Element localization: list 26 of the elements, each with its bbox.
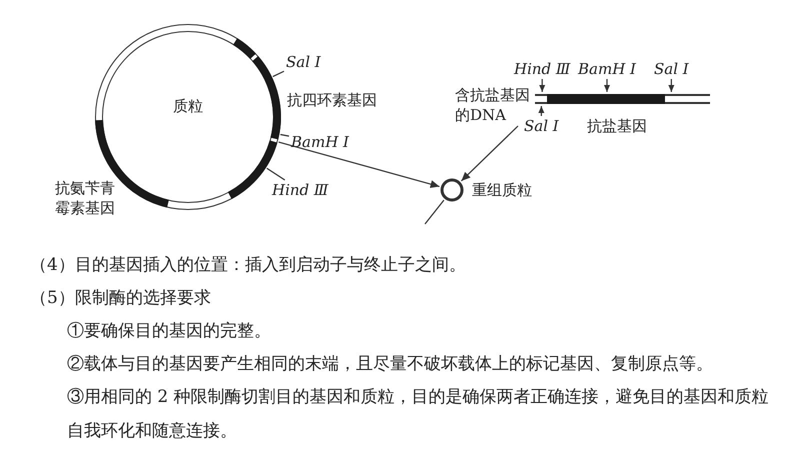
restriction-site-label: BamH Ⅰ	[578, 60, 636, 78]
leader-line	[266, 168, 286, 180]
restriction-site-label: Sal Ⅰ	[654, 60, 689, 78]
paragraph: ③用相同的 2 种限制酶切割目的基因和质粒，目的是确保两者正确连接，避免目的基因和质粒自我环化和随意连接。	[67, 386, 770, 443]
arrow	[278, 141, 440, 188]
gene-label: 抗盐基因	[587, 117, 647, 135]
line	[424, 200, 444, 224]
restriction-site-label: Sal Ⅰ	[286, 53, 321, 71]
text-line: ②载体与目的基因要产生相同的末端，且尽量不破坏载体上的标记基因、复制原点等。	[67, 353, 713, 376]
gene-label: 抗氨苄青霉素基因	[55, 178, 116, 218]
arrow	[460, 126, 518, 182]
arrow	[604, 79, 610, 92]
arrow	[668, 79, 674, 92]
text-line: ①要确保目的基因的完整。	[67, 320, 271, 343]
recombinant-plasmid: 重组质粒	[440, 178, 530, 202]
leader-line	[272, 70, 284, 78]
restriction-site-label: BamH Ⅰ	[291, 133, 349, 151]
restriction-site-label: Hind Ⅲ	[272, 181, 328, 199]
text-line: （4）目的基因插入的位置：插入到启动子与终止子之间。	[30, 254, 466, 277]
restriction-site-label: Hind Ⅲ	[514, 60, 570, 78]
leader-line	[280, 134, 290, 137]
text-line: （5）限制酶的选择要求	[30, 287, 211, 310]
gene-label: 抗四环素基因	[287, 91, 377, 109]
arrow	[539, 79, 546, 92]
restriction-site-label: Sal Ⅰ	[524, 117, 559, 135]
arrow	[538, 106, 544, 116]
